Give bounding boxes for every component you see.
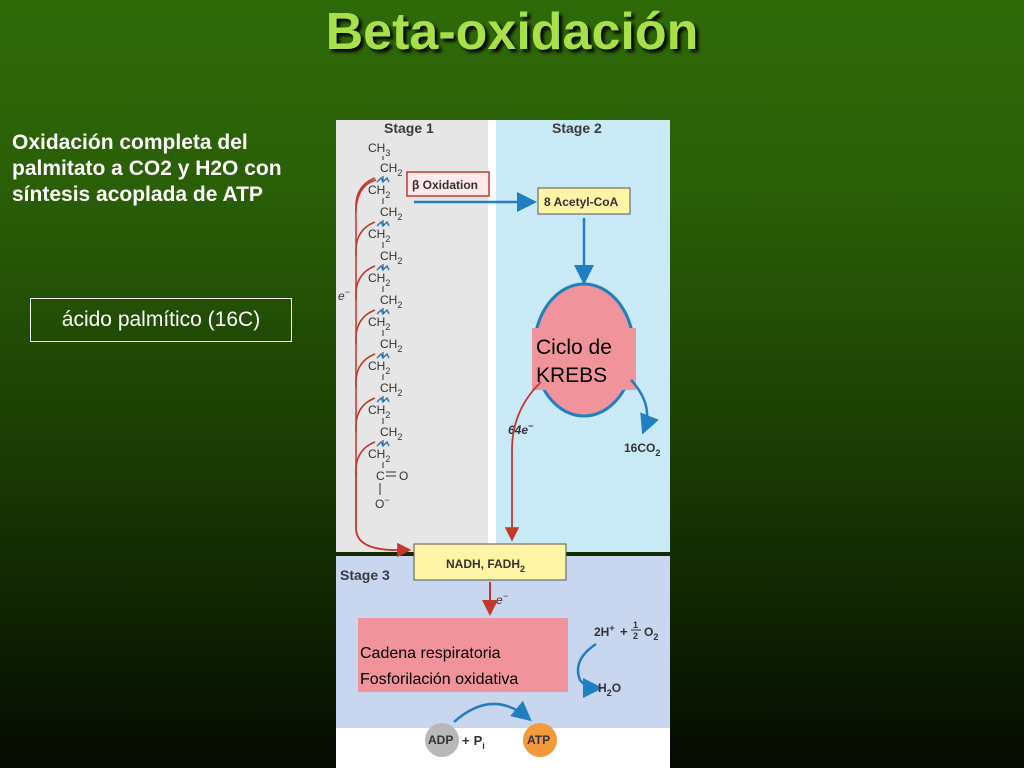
half-denominator: 2 — [633, 631, 638, 641]
half-numerator: 1 — [633, 620, 638, 630]
cleavage-mark — [376, 396, 390, 404]
ch3-group: CH3 — [368, 141, 390, 158]
phosphate-label: +Pi — [462, 733, 485, 751]
stage1-divider — [488, 120, 496, 552]
ch2-group: CH2 — [368, 403, 390, 420]
electron-arcs — [355, 177, 377, 477]
electron-label-chain: e− — [338, 287, 350, 303]
ch2-group: CH2 — [380, 337, 402, 354]
water-label: H2O — [598, 681, 621, 698]
ch2-group: CH2 — [368, 447, 390, 464]
chain-to-nadh-arrow — [355, 472, 412, 558]
acetyl-coa-label: 8 Acetyl-CoA — [544, 195, 619, 209]
ch2-group: CH2 — [380, 205, 402, 222]
krebs-label-line2: KREBS — [536, 364, 607, 387]
hydrogen-ions-label: 2H+ — [594, 623, 615, 639]
bottom-panel — [336, 728, 670, 768]
oxygen-to-water-arrow — [576, 642, 603, 698]
acetyl-coa-box — [537, 187, 631, 215]
atp-label: ATP — [527, 733, 550, 747]
adp-circle — [425, 723, 459, 757]
cleavage-mark — [376, 220, 390, 228]
ch2-group: CH2 — [380, 249, 402, 266]
stage2-label: Stage 2 — [552, 120, 602, 136]
adp-label: ADP — [428, 733, 453, 747]
krebs-label-line1: Ciclo de — [536, 336, 612, 359]
ch2-group: CH2 — [368, 227, 390, 244]
carbonyl-carbon: C — [376, 469, 385, 483]
cleavage-mark — [376, 264, 390, 272]
ch2-group: CH2 — [380, 293, 402, 310]
adp-to-atp-arrow — [453, 700, 532, 723]
double-bond-oxygen: O — [399, 469, 408, 483]
ch2-group: CH2 — [380, 161, 402, 178]
beta-oxidation-box — [406, 171, 490, 197]
respiratory-chain-box — [358, 618, 568, 692]
oxygen-anion: O− — [375, 495, 390, 511]
ch2-group: CH2 — [380, 425, 402, 442]
oxidative-phosphorylation-label: Fosforilación oxidativa — [360, 671, 518, 688]
electron-label-resp: e− — [496, 591, 508, 607]
stage3-label: Stage 3 — [340, 567, 390, 583]
atp-circle — [523, 723, 557, 757]
cleavage-mark — [376, 176, 390, 184]
nadh-box — [413, 543, 567, 581]
co2-label: 16CO2 — [624, 441, 660, 458]
cleavage-mark — [376, 440, 390, 448]
beta-oxidation-label: β Oxidation — [412, 178, 478, 192]
slide-description: Oxidación completa del palmitato a CO2 y… — [12, 131, 282, 206]
ch2-group: CH2 — [368, 183, 390, 200]
respiratory-chain-label: Cadena respiratoria — [360, 645, 501, 662]
slide-title: Beta-oxidación — [325, 3, 699, 61]
nadh-label: NADH, FADH2 — [446, 557, 525, 574]
ch2-group: CH2 — [368, 359, 390, 376]
krebs-co2-arrow — [630, 379, 659, 435]
palmitic-acid-label: ácido palmítico (16C) — [30, 298, 292, 342]
plus-sign: + — [620, 624, 628, 639]
oxygen-label: O2 — [644, 625, 658, 642]
ch2-group: CH2 — [368, 315, 390, 332]
krebs-to-nadh-arrow — [504, 381, 542, 542]
ch2-group: CH2 — [380, 381, 402, 398]
cleavage-mark — [376, 352, 390, 360]
cleavage-mark — [376, 308, 390, 316]
krebs-label-box — [532, 328, 636, 390]
ch2-group: CH2 — [368, 271, 390, 288]
electron-trunk — [355, 179, 377, 472]
stage1-label: Stage 1 — [384, 120, 434, 136]
palmitate-chain: CH3 CH2CH2CH2CH2CH2CH2CH2CH2CH2CH2CH2CH2… — [368, 141, 408, 511]
